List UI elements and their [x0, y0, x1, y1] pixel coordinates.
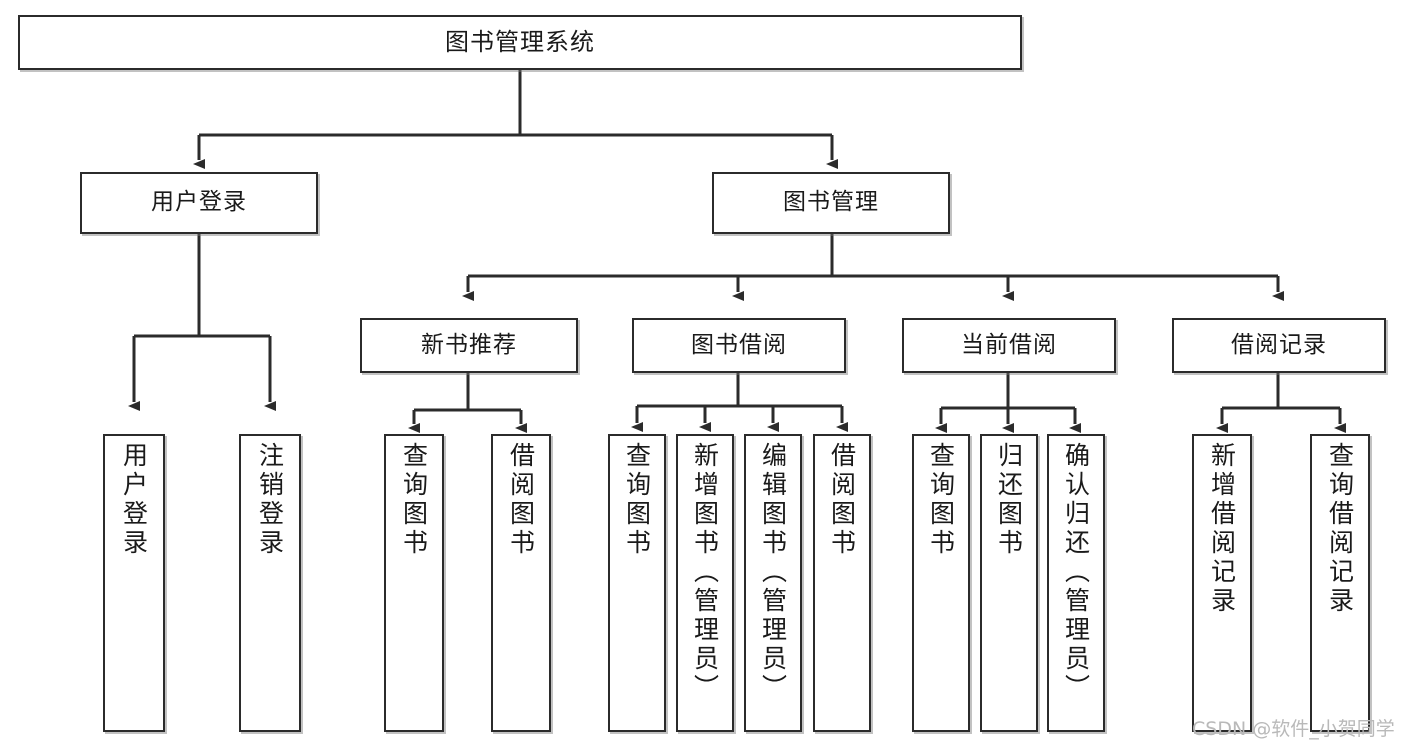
node-label: 用户登录	[119, 442, 149, 558]
node-leaf-borrow-book[interactable]: 借阅图书	[813, 434, 871, 732]
node-label: 查询图书	[622, 442, 652, 558]
node-leaf-query-book-current[interactable]: 查询图书	[912, 434, 970, 732]
node-leaf-add-book-admin[interactable]: 新增图书（管理员）	[676, 434, 734, 732]
node-label: 查询图书	[399, 442, 429, 558]
node-label: 图书借阅	[691, 331, 787, 358]
node-book-management[interactable]: 图书管理	[712, 172, 950, 234]
node-leaf-user-login[interactable]: 用户登录	[103, 434, 165, 732]
node-label: 借阅图书	[827, 442, 857, 558]
node-new-book-recommend[interactable]: 新书推荐	[360, 318, 578, 373]
node-current-borrow[interactable]: 当前借阅	[902, 318, 1116, 373]
node-leaf-edit-book-admin[interactable]: 编辑图书（管理员）	[744, 434, 802, 732]
node-label: 图书管理	[783, 189, 879, 216]
node-label: 当前借阅	[961, 331, 1057, 358]
node-leaf-add-borrow-record[interactable]: 新增借阅记录	[1192, 434, 1252, 732]
node-label: 查询图书	[926, 442, 956, 558]
node-leaf-borrow-book-newbook[interactable]: 借阅图书	[491, 434, 551, 732]
node-leaf-query-borrow-record[interactable]: 查询借阅记录	[1310, 434, 1370, 732]
node-label: 查询借阅记录	[1325, 442, 1355, 616]
node-leaf-query-book-newbook[interactable]: 查询图书	[384, 434, 444, 732]
node-leaf-logout[interactable]: 注销登录	[239, 434, 301, 732]
node-label: 用户登录	[151, 189, 247, 216]
node-label: 新增借阅记录	[1207, 442, 1237, 616]
watermark-text: CSDN @软件_小贺同学	[1192, 718, 1395, 740]
node-label: 归还图书	[994, 442, 1024, 558]
node-label: 编辑图书（管理员）	[758, 442, 788, 703]
node-label: 图书管理系统	[445, 28, 595, 57]
node-book-borrow[interactable]: 图书借阅	[632, 318, 846, 373]
node-label: 新书推荐	[421, 331, 517, 358]
node-label: 借阅图书	[506, 442, 536, 558]
node-borrow-record[interactable]: 借阅记录	[1172, 318, 1386, 373]
node-label: 借阅记录	[1231, 331, 1327, 358]
node-label: 新增图书（管理员）	[690, 442, 720, 703]
node-leaf-return-book[interactable]: 归还图书	[980, 434, 1038, 732]
node-root-system[interactable]: 图书管理系统	[18, 15, 1022, 70]
node-leaf-query-book-borrow[interactable]: 查询图书	[608, 434, 666, 732]
node-user-login[interactable]: 用户登录	[80, 172, 318, 234]
node-label: 注销登录	[255, 442, 285, 558]
node-label: 确认归还（管理员）	[1061, 442, 1091, 703]
node-leaf-confirm-return-admin[interactable]: 确认归还（管理员）	[1047, 434, 1105, 732]
